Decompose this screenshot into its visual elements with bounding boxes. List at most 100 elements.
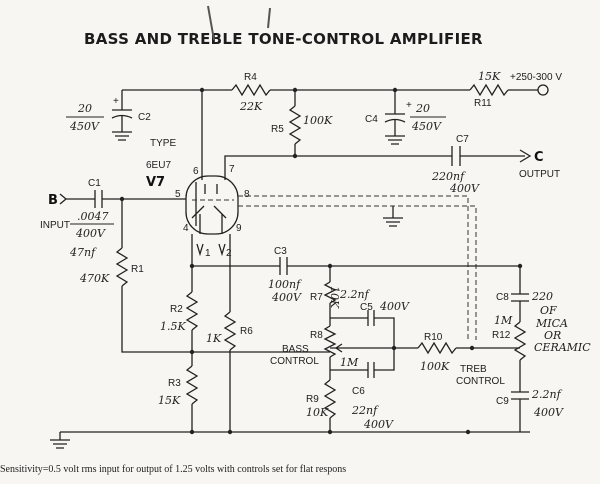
tube-type: 6EU7: [146, 160, 171, 171]
pin-9: 9: [236, 223, 242, 234]
supply-rail: [122, 83, 549, 97]
r7-value: 10K: [328, 286, 341, 309]
r5-name: R5: [271, 124, 284, 135]
r9-resistor: [323, 379, 337, 419]
r4-value: 22K: [239, 100, 263, 113]
c3-rating: 400V: [271, 291, 302, 304]
r3-resistor: [185, 365, 199, 405]
r7-name: R7: [310, 292, 323, 303]
c8-note1: OF: [540, 304, 557, 317]
supply-terminal: [537, 84, 549, 96]
r8-value: 1M: [340, 356, 359, 369]
c1-name: C1: [88, 178, 101, 189]
c3-value: 100nf: [268, 278, 302, 291]
r4-name: R4: [244, 72, 257, 83]
r9-name: R9: [306, 394, 319, 405]
pin-7: 7: [229, 164, 235, 175]
c7-value: 220nf: [431, 170, 466, 183]
c6-rating: 400V: [363, 418, 394, 431]
shield-ground: [383, 206, 403, 227]
c8-note4: CERAMIC: [534, 341, 591, 354]
pin-6: 6: [193, 166, 199, 177]
c4-name: C4: [365, 114, 378, 125]
pin-2: 2: [226, 248, 232, 259]
c2-capacitor: [111, 90, 133, 141]
ground-symbol: [50, 432, 70, 449]
r6-resistor: [223, 311, 237, 351]
c8-value: 220: [531, 290, 553, 303]
r8-potentiometer: [323, 325, 337, 358]
c4-value: 20: [415, 102, 430, 115]
sensitivity-note: Sensitivity=0.5 volt rms input for outpu…: [0, 464, 346, 475]
input-arrow: [59, 193, 68, 205]
r12-label2: CONTROL: [456, 376, 505, 387]
output-letter: C: [534, 150, 544, 165]
c9-name: C9: [496, 396, 509, 407]
pin-4: 4: [183, 223, 189, 234]
c5-rating: 400V: [379, 300, 410, 313]
pen-mark: [207, 5, 271, 41]
input-letter: B: [48, 193, 58, 208]
c7-rating: 400V: [449, 182, 480, 195]
tube-designator: V7: [146, 175, 165, 190]
r1-value: 470K: [79, 272, 110, 285]
c5-name: C5: [360, 302, 373, 313]
r2-name: R2: [170, 304, 183, 315]
r8-label1: BASS: [282, 344, 309, 355]
c7-name: C7: [456, 134, 469, 145]
c4-rating: 450V: [411, 120, 442, 133]
r6-name: R6: [240, 326, 253, 337]
output-label: OUTPUT: [519, 169, 560, 180]
r3-value: 15K: [158, 394, 181, 407]
c2-plus: +: [113, 96, 119, 107]
r12-potentiometer: [513, 321, 527, 361]
output-arrow: [519, 149, 532, 163]
r1-resistor: [115, 247, 129, 287]
r7-resistor: [323, 281, 337, 304]
r12-label1: TREB: [460, 364, 487, 375]
tube-v7: [185, 175, 239, 257]
c2-rating: 450V: [69, 120, 100, 133]
r8-label2: CONTROL: [270, 356, 319, 367]
pin-8: 8: [244, 189, 250, 200]
tube-type-label: TYPE: [150, 138, 176, 149]
pin-5: 5: [175, 189, 181, 200]
c8-name: C8: [496, 292, 509, 303]
r8-name: R8: [310, 330, 323, 341]
c8-note3: OR: [544, 329, 561, 342]
r5-resistor: [288, 105, 302, 145]
c4-plus: +: [406, 100, 412, 111]
diagram-title: BASS AND TREBLE TONE-CONTROL AMPLIFIER: [84, 30, 483, 48]
r8-wiper: [334, 343, 343, 353]
r5-value: 100K: [303, 114, 333, 127]
r1-name: R1: [131, 264, 144, 275]
c1-value: .0047: [77, 210, 109, 223]
c5-value: 2.2nf: [339, 288, 371, 301]
c1-rating: 400V: [75, 227, 106, 240]
c6-value: 22nf: [351, 404, 379, 417]
input-label: INPUT: [40, 220, 70, 231]
r9-value: 10K: [306, 406, 329, 419]
r11-name: R11: [474, 98, 492, 109]
c6-name: C6: [352, 386, 365, 397]
r2-value: 1.5K: [160, 320, 186, 333]
c9-value: 2.2nf: [531, 388, 563, 401]
c9-rating: 400V: [533, 406, 564, 419]
c3-name: C3: [274, 246, 287, 257]
r10-resistor: [417, 341, 457, 355]
r12-name: R12: [492, 330, 511, 341]
r6-value: 1K: [206, 332, 222, 345]
c2-name: C2: [138, 112, 151, 123]
supply-voltage: +250-300 V: [510, 72, 562, 83]
pin-1: 1: [205, 248, 211, 259]
r10-value: 100K: [420, 360, 450, 373]
c2-value: 20: [77, 102, 92, 115]
r1-value2: 47nf: [69, 246, 97, 259]
c8-note2: MICA: [535, 317, 568, 330]
r12-value: 1M: [494, 314, 513, 327]
c4-capacitor: [384, 90, 406, 145]
r3-name: R3: [168, 378, 181, 389]
r2-resistor: [185, 291, 199, 331]
r10-name: R10: [424, 332, 443, 343]
